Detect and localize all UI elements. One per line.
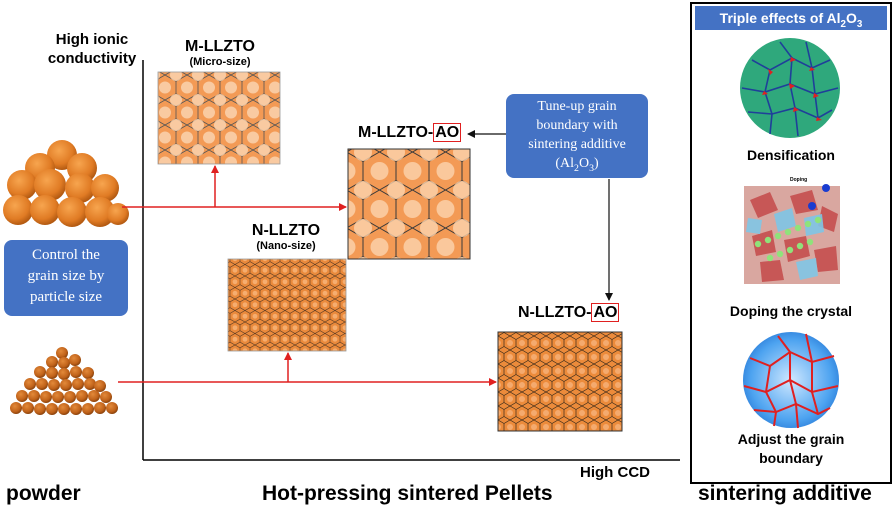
doping-tag: Doping bbox=[790, 177, 808, 183]
sintering-additive-label: sintering additive bbox=[698, 482, 872, 505]
grain-size-callout-line2: grain size by bbox=[27, 268, 105, 284]
grain-size-callout-line1: Control the bbox=[32, 247, 100, 263]
tune-up-callout: Tune-up grain boundary with sintering ad… bbox=[506, 94, 648, 178]
m-llzto-ao-prefix: M-LLZTO- bbox=[358, 124, 434, 141]
n-llzto-ao-highlight: AO bbox=[591, 303, 620, 322]
y-axis-label-line1: High ionic bbox=[55, 31, 129, 48]
y-axis-label: High ionic conductivity bbox=[22, 30, 162, 68]
tune-up-callout-line1: Tune-up grain bbox=[537, 99, 617, 114]
pellets-label: Hot-pressing sintered Pellets bbox=[262, 482, 553, 505]
m-llzto-ao-label: M-LLZTO-AO bbox=[358, 123, 462, 142]
m-llzto-pellet bbox=[157, 71, 281, 165]
triple-effects-panel bbox=[690, 2, 892, 484]
panel-title: Triple effects of Al2O3 bbox=[695, 6, 887, 30]
n-llzto-pellet bbox=[227, 258, 347, 352]
doping-crystal-image bbox=[744, 184, 840, 284]
axes bbox=[142, 60, 680, 461]
grain-size-callout-line3: particle size bbox=[29, 289, 103, 305]
n-llzto-ao-prefix: N-LLZTO- bbox=[518, 304, 592, 321]
x-axis-label: High CCD bbox=[580, 464, 650, 481]
panel-item-grain-boundary-line1: Adjust the grain bbox=[737, 431, 845, 447]
tune-up-arrows bbox=[467, 130, 613, 301]
m-llzto-ao-pellet bbox=[347, 148, 471, 260]
n-llzto-ao-label: N-LLZTO-AO bbox=[518, 303, 620, 322]
panel-item-doping: Doping the crystal bbox=[729, 303, 853, 319]
tune-up-callout-line3: sintering additive bbox=[528, 137, 626, 152]
large-powder-pile bbox=[3, 140, 129, 227]
process-arrows bbox=[118, 165, 497, 386]
m-llzto-sub: (Micro-size) bbox=[189, 56, 251, 68]
powder-label: powder bbox=[6, 482, 81, 505]
m-llzto-label: M-LLZTO (Micro-size) bbox=[172, 38, 268, 68]
n-llzto-ao-pellet bbox=[497, 331, 623, 432]
m-llzto-ao-highlight: AO bbox=[433, 123, 462, 142]
m-llzto-name: M-LLZTO bbox=[185, 38, 255, 55]
tune-up-callout-line2: boundary with bbox=[536, 118, 618, 133]
grain-boundary-image bbox=[743, 332, 839, 429]
tune-up-callout-formula: (Al2O3) bbox=[555, 156, 599, 174]
n-llzto-label: N-LLZTO (Nano-size) bbox=[236, 222, 336, 252]
y-axis-label-line2: conductivity bbox=[47, 50, 137, 67]
n-llzto-sub: (Nano-size) bbox=[256, 240, 316, 252]
densification-image bbox=[740, 38, 840, 138]
panel-item-grain-boundary-line2: boundary bbox=[759, 450, 823, 466]
panel-item-densification: Densification bbox=[747, 147, 835, 163]
grain-size-callout: Control the grain size by particle size bbox=[4, 240, 128, 316]
small-powder-pile bbox=[10, 347, 118, 415]
n-llzto-name: N-LLZTO bbox=[251, 222, 321, 239]
